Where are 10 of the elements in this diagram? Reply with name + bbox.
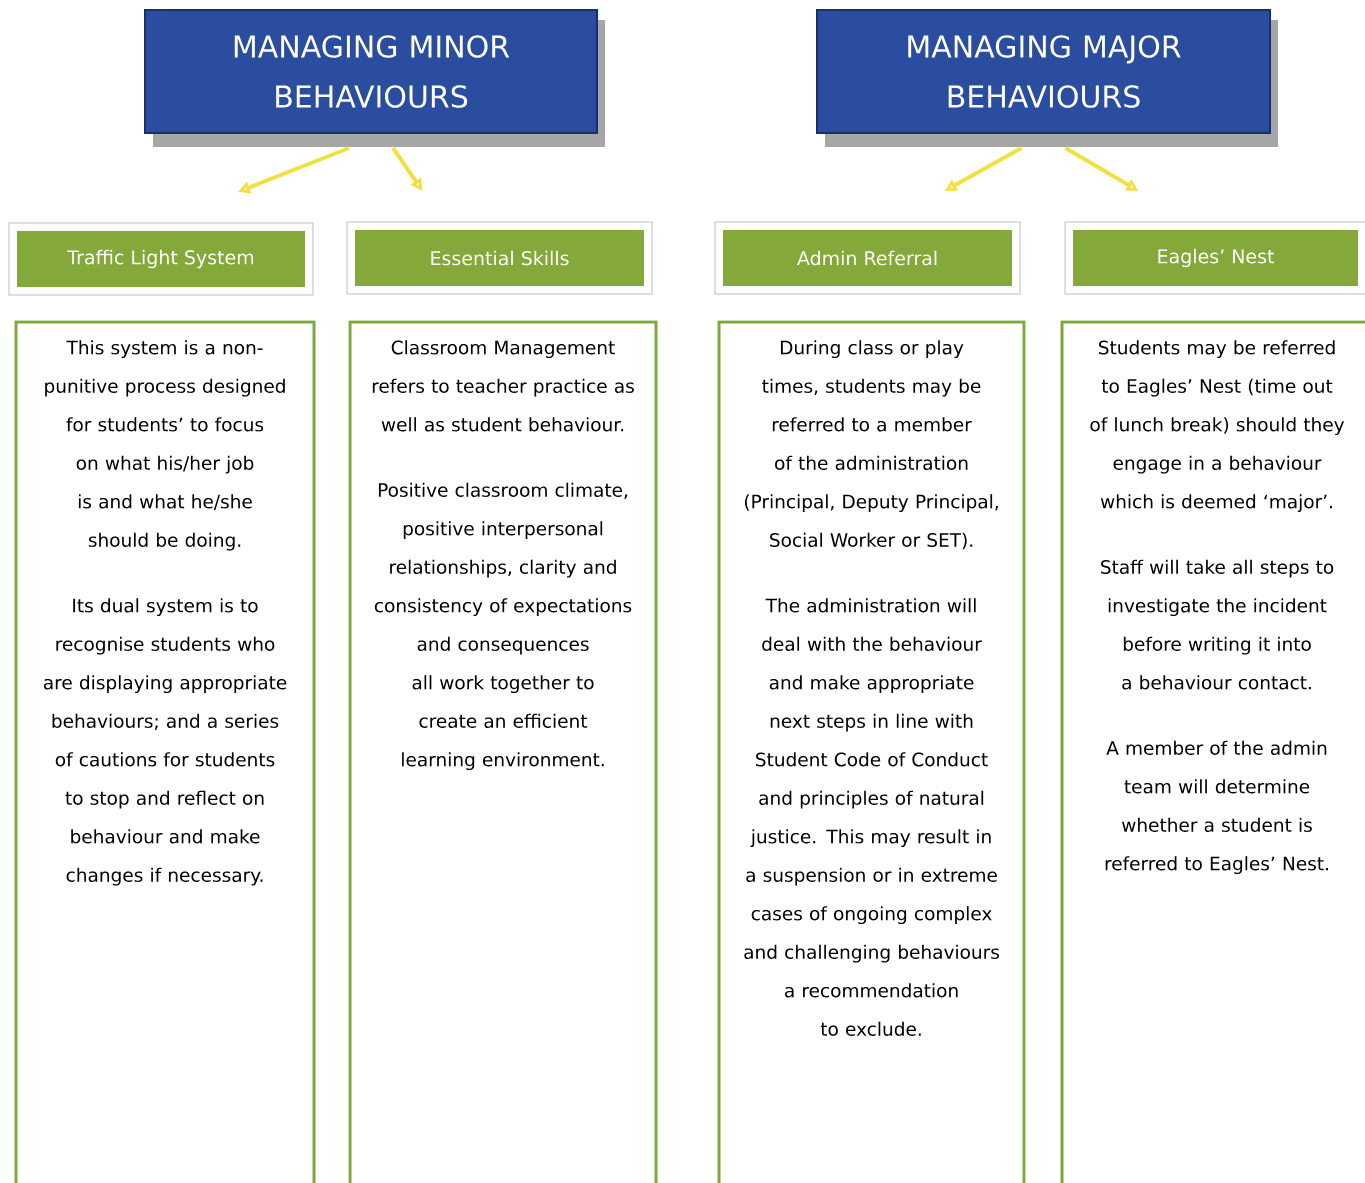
heading-box: Essential Skills — [346, 221, 653, 295]
heading-box: Traffic Light System — [8, 222, 314, 296]
text-panel: Students may be referred to Eagles’ Nest (time out of lunch break) should they engage in a behaviour which is deemed ‘major’. Staff will take all steps to investigate the incident before writing it into a behaviour contact. A member of the admin team will determine whether a student is referred to Eagles’ Nest. — [1060, 320, 1365, 1183]
text-panel: Classroom Management refers to teacher practice as well as student behaviour. Positive classroom climate, positive interpersonal relationships, clarity and consistency of expectations and consequences all work together to create an efficient learning environment. — [348, 320, 658, 1183]
title-banner: MANAGING MINOR BEHAVIOURS — [144, 9, 605, 147]
text-panel: During class or play times, students may be referred to a member of the administration (Principal, Deputy Principal, Social Worker or SET). The administration will deal with the behaviour and make appropriate next steps in line with Student Code of Conduct and principles of natural justice. This may result in a suspension or in extreme cases of ongoing complex and challenging behaviours a recommendation to exclude. — [717, 320, 1026, 1183]
title-banner: MANAGING MAJOR BEHAVIOURS — [816, 9, 1278, 147]
heading-box: Admin Referral — [714, 221, 1021, 295]
text-panel: This system is a non-punitive process designed for students’ to focus on what his/her job is and what he/she should be doing. Its dual system is to recognise students who are displaying appropriate behaviours; and a series of cautions for students to stop and reflect on behaviour and make changes if necessary. — [14, 320, 316, 1183]
heading-box: Eagles’ Nest — [1064, 221, 1365, 295]
